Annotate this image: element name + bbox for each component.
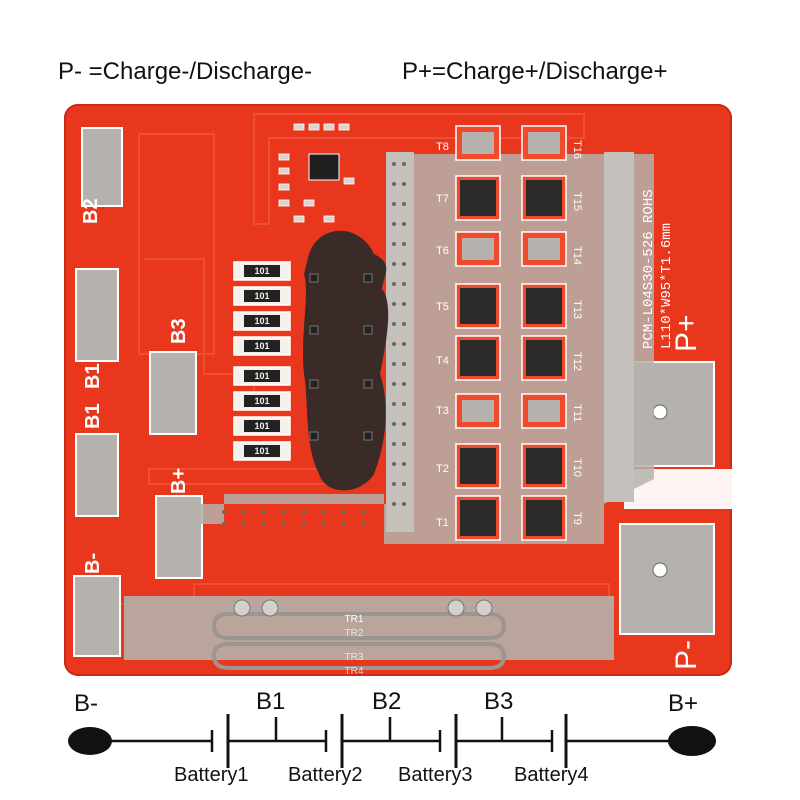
thermistor-label-tr3: TR3 bbox=[345, 652, 364, 663]
pad-label-b1-upper: B1 bbox=[82, 363, 104, 389]
model-silkscreen: PCM-L04S30-526 ROHS bbox=[641, 189, 657, 349]
mosfet-label-t10: T10 bbox=[571, 458, 583, 477]
mosfet-label-t11: T11 bbox=[571, 404, 583, 422]
mosfet-array: T1 T2 T3 T4 T5 T6 T7 T8 T9 T10 T11 T12 T… bbox=[436, 125, 583, 541]
resistor-marking: 101 bbox=[254, 446, 269, 456]
tap-label-b2: B2 bbox=[372, 688, 402, 715]
terminal-b-plus-dot bbox=[668, 726, 716, 756]
cell-label-battery2: Battery2 bbox=[288, 764, 363, 786]
potting-compound bbox=[303, 230, 389, 491]
balance-resistors: 101 101 101 101 101 101 101 101 bbox=[233, 261, 291, 461]
terminal-label-b-plus: B+ bbox=[668, 690, 699, 717]
pad-label-b-plus: B+ bbox=[168, 467, 190, 494]
mosfet-label-t12: T12 bbox=[571, 352, 583, 371]
resistor-marking: 101 bbox=[254, 421, 269, 431]
mosfet-label-t14: T14 bbox=[571, 246, 583, 265]
mosfet-label-t5: T5 bbox=[436, 301, 449, 313]
resistor-marking: 101 bbox=[254, 266, 269, 276]
cell-battery1 bbox=[210, 714, 230, 768]
resistor-marking: 101 bbox=[254, 316, 269, 326]
thermistor-label-tr4: TR4 bbox=[345, 666, 364, 676]
bms-pcb-board: 101 101 101 101 101 101 101 101 bbox=[64, 104, 732, 676]
mosfet-label-t15: T15 bbox=[571, 192, 583, 211]
terminal-label-b-minus: B- bbox=[74, 690, 98, 717]
thermistor-label-tr2: TR2 bbox=[345, 628, 364, 639]
thermistor-label-tr1: TR1 bbox=[345, 614, 364, 625]
resistor-marking: 101 bbox=[254, 371, 269, 381]
terminal-b-minus-dot bbox=[68, 727, 112, 755]
cell-battery2 bbox=[324, 714, 344, 768]
pad-label-b1-lower: B1 bbox=[82, 403, 104, 429]
caption-p-minus: P- =Charge-/Discharge- bbox=[58, 58, 313, 85]
mosfet-label-t1: T1 bbox=[436, 517, 449, 529]
mosfet-label-t13: T13 bbox=[571, 300, 583, 319]
cell-label-battery1: Battery1 bbox=[174, 764, 249, 786]
pad-b1-lower bbox=[75, 433, 119, 517]
tap-label-b1: B1 bbox=[256, 688, 286, 715]
pad-b-minus bbox=[73, 575, 121, 657]
resistor-marking: 101 bbox=[254, 341, 269, 351]
cell-label-battery3: Battery3 bbox=[398, 764, 473, 786]
control-ic bbox=[308, 153, 340, 181]
cell-battery3 bbox=[438, 714, 458, 768]
mosfet-label-t2: T2 bbox=[436, 463, 449, 475]
resistor-marking: 101 bbox=[254, 396, 269, 406]
dimensions-silkscreen: L110*W95*T1.6mm bbox=[659, 223, 675, 349]
pad-label-b2: B2 bbox=[80, 198, 102, 224]
pad-p-minus bbox=[619, 523, 715, 635]
pcb-artwork: 101 101 101 101 101 101 101 101 bbox=[73, 113, 732, 676]
mosfet-label-t8: T8 bbox=[436, 141, 449, 153]
mosfet-label-t3: T3 bbox=[436, 405, 449, 417]
cell-battery4 bbox=[550, 714, 568, 768]
pad-label-b-minus: B- bbox=[82, 552, 104, 574]
tap-label-b3: B3 bbox=[484, 688, 514, 715]
cell-label-battery4: Battery4 bbox=[514, 764, 589, 786]
pad-b3 bbox=[149, 351, 197, 435]
pad-label-p-minus: P- bbox=[670, 640, 703, 670]
mosfet-label-t16: T16 bbox=[571, 140, 583, 159]
mosfet-label-t6: T6 bbox=[436, 245, 449, 257]
mosfet-label-t7: T7 bbox=[436, 193, 449, 205]
mosfet-label-t9: T9 bbox=[571, 512, 583, 525]
pad-label-p-plus: P+ bbox=[670, 314, 703, 352]
pad-b2 bbox=[81, 127, 123, 207]
mosfet-label-t4: T4 bbox=[436, 355, 449, 367]
pad-b1-upper bbox=[75, 268, 119, 362]
pad-label-b3: B3 bbox=[168, 318, 190, 344]
resistor-marking: 101 bbox=[254, 291, 269, 301]
caption-p-plus: P+=Charge+/Discharge+ bbox=[402, 58, 668, 85]
